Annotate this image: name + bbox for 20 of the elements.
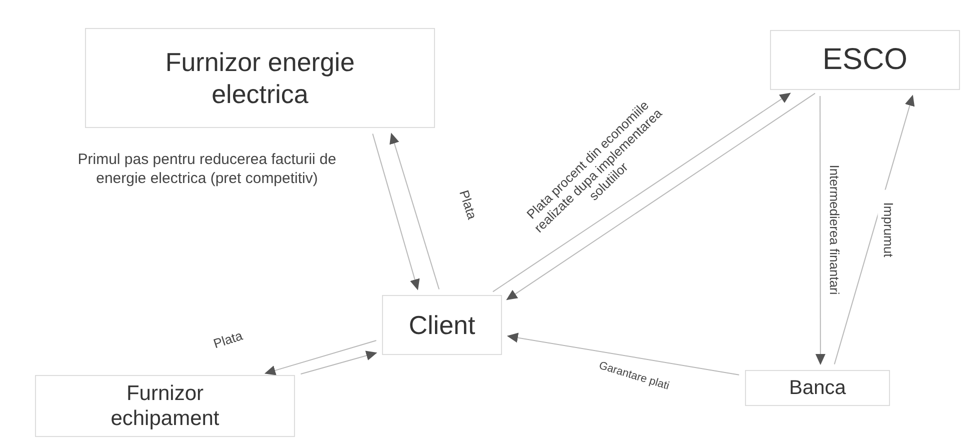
node-label: ESCO — [822, 43, 908, 77]
arrow — [492, 92, 791, 292]
entity-box — [85, 28, 435, 128]
entity-box — [382, 295, 502, 355]
entity-box — [35, 375, 295, 437]
arrow — [372, 133, 420, 290]
arrow — [264, 340, 377, 376]
arrow — [815, 96, 826, 365]
arrow — [834, 94, 915, 365]
node-label: Furnizor energie electrica — [164, 46, 356, 110]
arrow — [506, 332, 740, 376]
node-label: Furnizor echipament — [110, 381, 220, 431]
arrow — [300, 350, 378, 374]
node-label: Client — [408, 310, 476, 340]
node-label: Banca — [789, 376, 846, 400]
entity-box — [745, 370, 890, 406]
arrow — [390, 132, 440, 290]
note-text: Primul pas pentru reducerea facturii de energie electrica (pret competitiv) — [76, 150, 338, 188]
arrow — [506, 92, 816, 300]
entity-box — [770, 30, 960, 90]
